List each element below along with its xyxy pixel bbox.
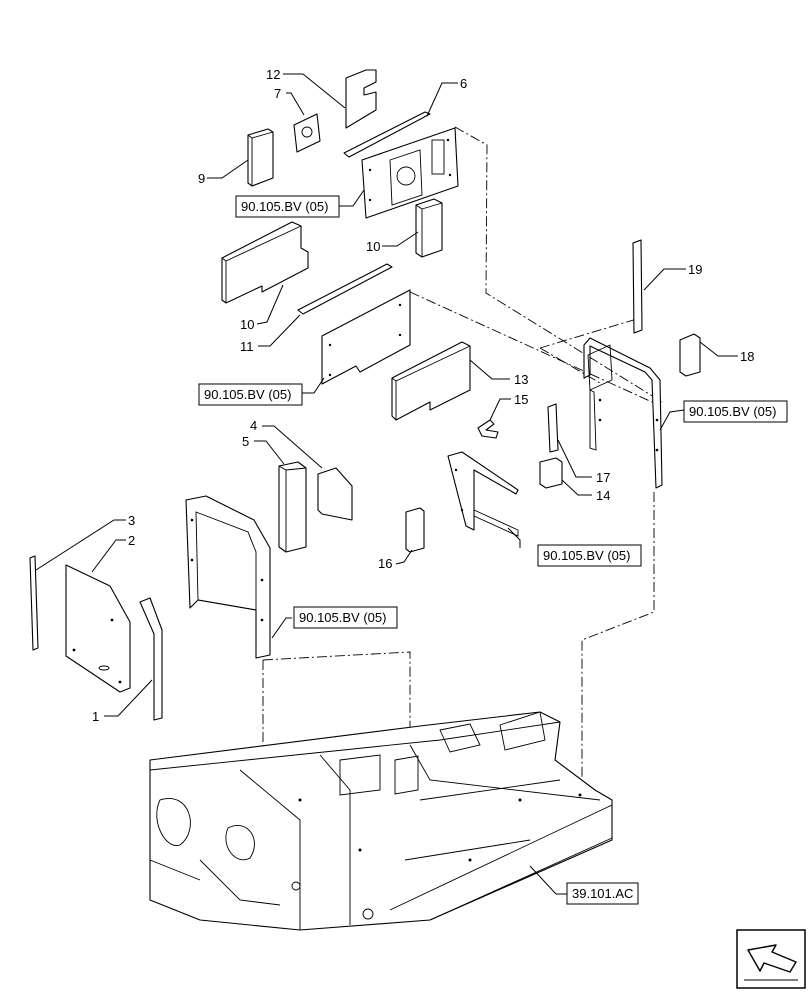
- reference-1-label: 90.105.BV (05): [241, 199, 328, 214]
- callout-1: 1: [92, 709, 99, 724]
- part-11-strip: [297, 263, 393, 315]
- callout-9: 9: [198, 171, 205, 186]
- part-12-pad: [345, 69, 377, 129]
- callout-6: 6: [460, 76, 467, 91]
- callout-14: 14: [596, 488, 610, 503]
- part-3-strip: [29, 555, 39, 651]
- reference-1[interactable]: 90.105.BV (05): [235, 195, 340, 218]
- reference-4[interactable]: 90.105.BV (05): [537, 544, 642, 567]
- part-17-strip: [547, 403, 559, 453]
- part-13-block: [391, 341, 471, 421]
- upper-panel: [361, 127, 459, 219]
- reference-5-label: 90.105.BV (05): [299, 610, 386, 625]
- part-19-bar: [632, 239, 643, 334]
- part-5-block: [278, 461, 307, 553]
- reference-2[interactable]: 90.105.BV (05): [198, 383, 303, 406]
- part-7-square-pad: [293, 113, 321, 153]
- callout-15: 15: [514, 392, 528, 407]
- part-6-strip: [343, 111, 431, 158]
- part-9-block: [247, 128, 274, 187]
- left-frame: [185, 495, 271, 659]
- part-10-block-upper: [415, 198, 443, 258]
- leader-lines: [35, 73, 738, 895]
- callout-12: 12: [266, 67, 280, 82]
- base-frame: [149, 711, 613, 931]
- callout-10-upper: 10: [366, 239, 380, 254]
- reference-5[interactable]: 90.105.BV (05): [293, 606, 398, 629]
- callout-18: 18: [740, 349, 754, 364]
- part-16-block: [405, 507, 425, 553]
- part-18-block: [679, 333, 701, 377]
- part-4-block: [317, 467, 353, 521]
- callout-5: 5: [242, 434, 249, 449]
- callout-4: 4: [250, 418, 257, 433]
- part-15-tab: [477, 419, 499, 439]
- callout-2: 2: [128, 533, 135, 548]
- callout-numbers: 12 7 6 9 10 10 11 13 15 19 18 17 14 16 4…: [92, 67, 754, 724]
- assembly-lines: [262, 126, 663, 795]
- callout-16: 16: [378, 556, 392, 571]
- reference-frame-label: 39.101.AC: [572, 886, 633, 901]
- callout-7: 7: [274, 86, 281, 101]
- part-2-panel: [65, 564, 131, 693]
- reference-4-label: 90.105.BV (05): [543, 548, 630, 563]
- middle-panel: [321, 289, 411, 385]
- callout-11: 11: [240, 339, 254, 354]
- reference-frame[interactable]: 39.101.AC: [566, 882, 639, 905]
- next-page-arrow-icon[interactable]: [736, 929, 806, 989]
- reference-3[interactable]: 90.105.BV (05): [683, 400, 788, 423]
- callout-17: 17: [596, 470, 610, 485]
- reference-3-label: 90.105.BV (05): [689, 404, 776, 419]
- callout-19: 19: [688, 262, 702, 277]
- part-10-block-left: [221, 221, 309, 304]
- callout-3: 3: [128, 513, 135, 528]
- right-lower-panel: [447, 451, 519, 531]
- callout-13: 13: [514, 372, 528, 387]
- part-1-strip: [139, 597, 163, 721]
- callout-10-lower: 10: [240, 317, 254, 332]
- part-14-bracket: [539, 457, 563, 489]
- reference-2-label: 90.105.BV (05): [204, 387, 291, 402]
